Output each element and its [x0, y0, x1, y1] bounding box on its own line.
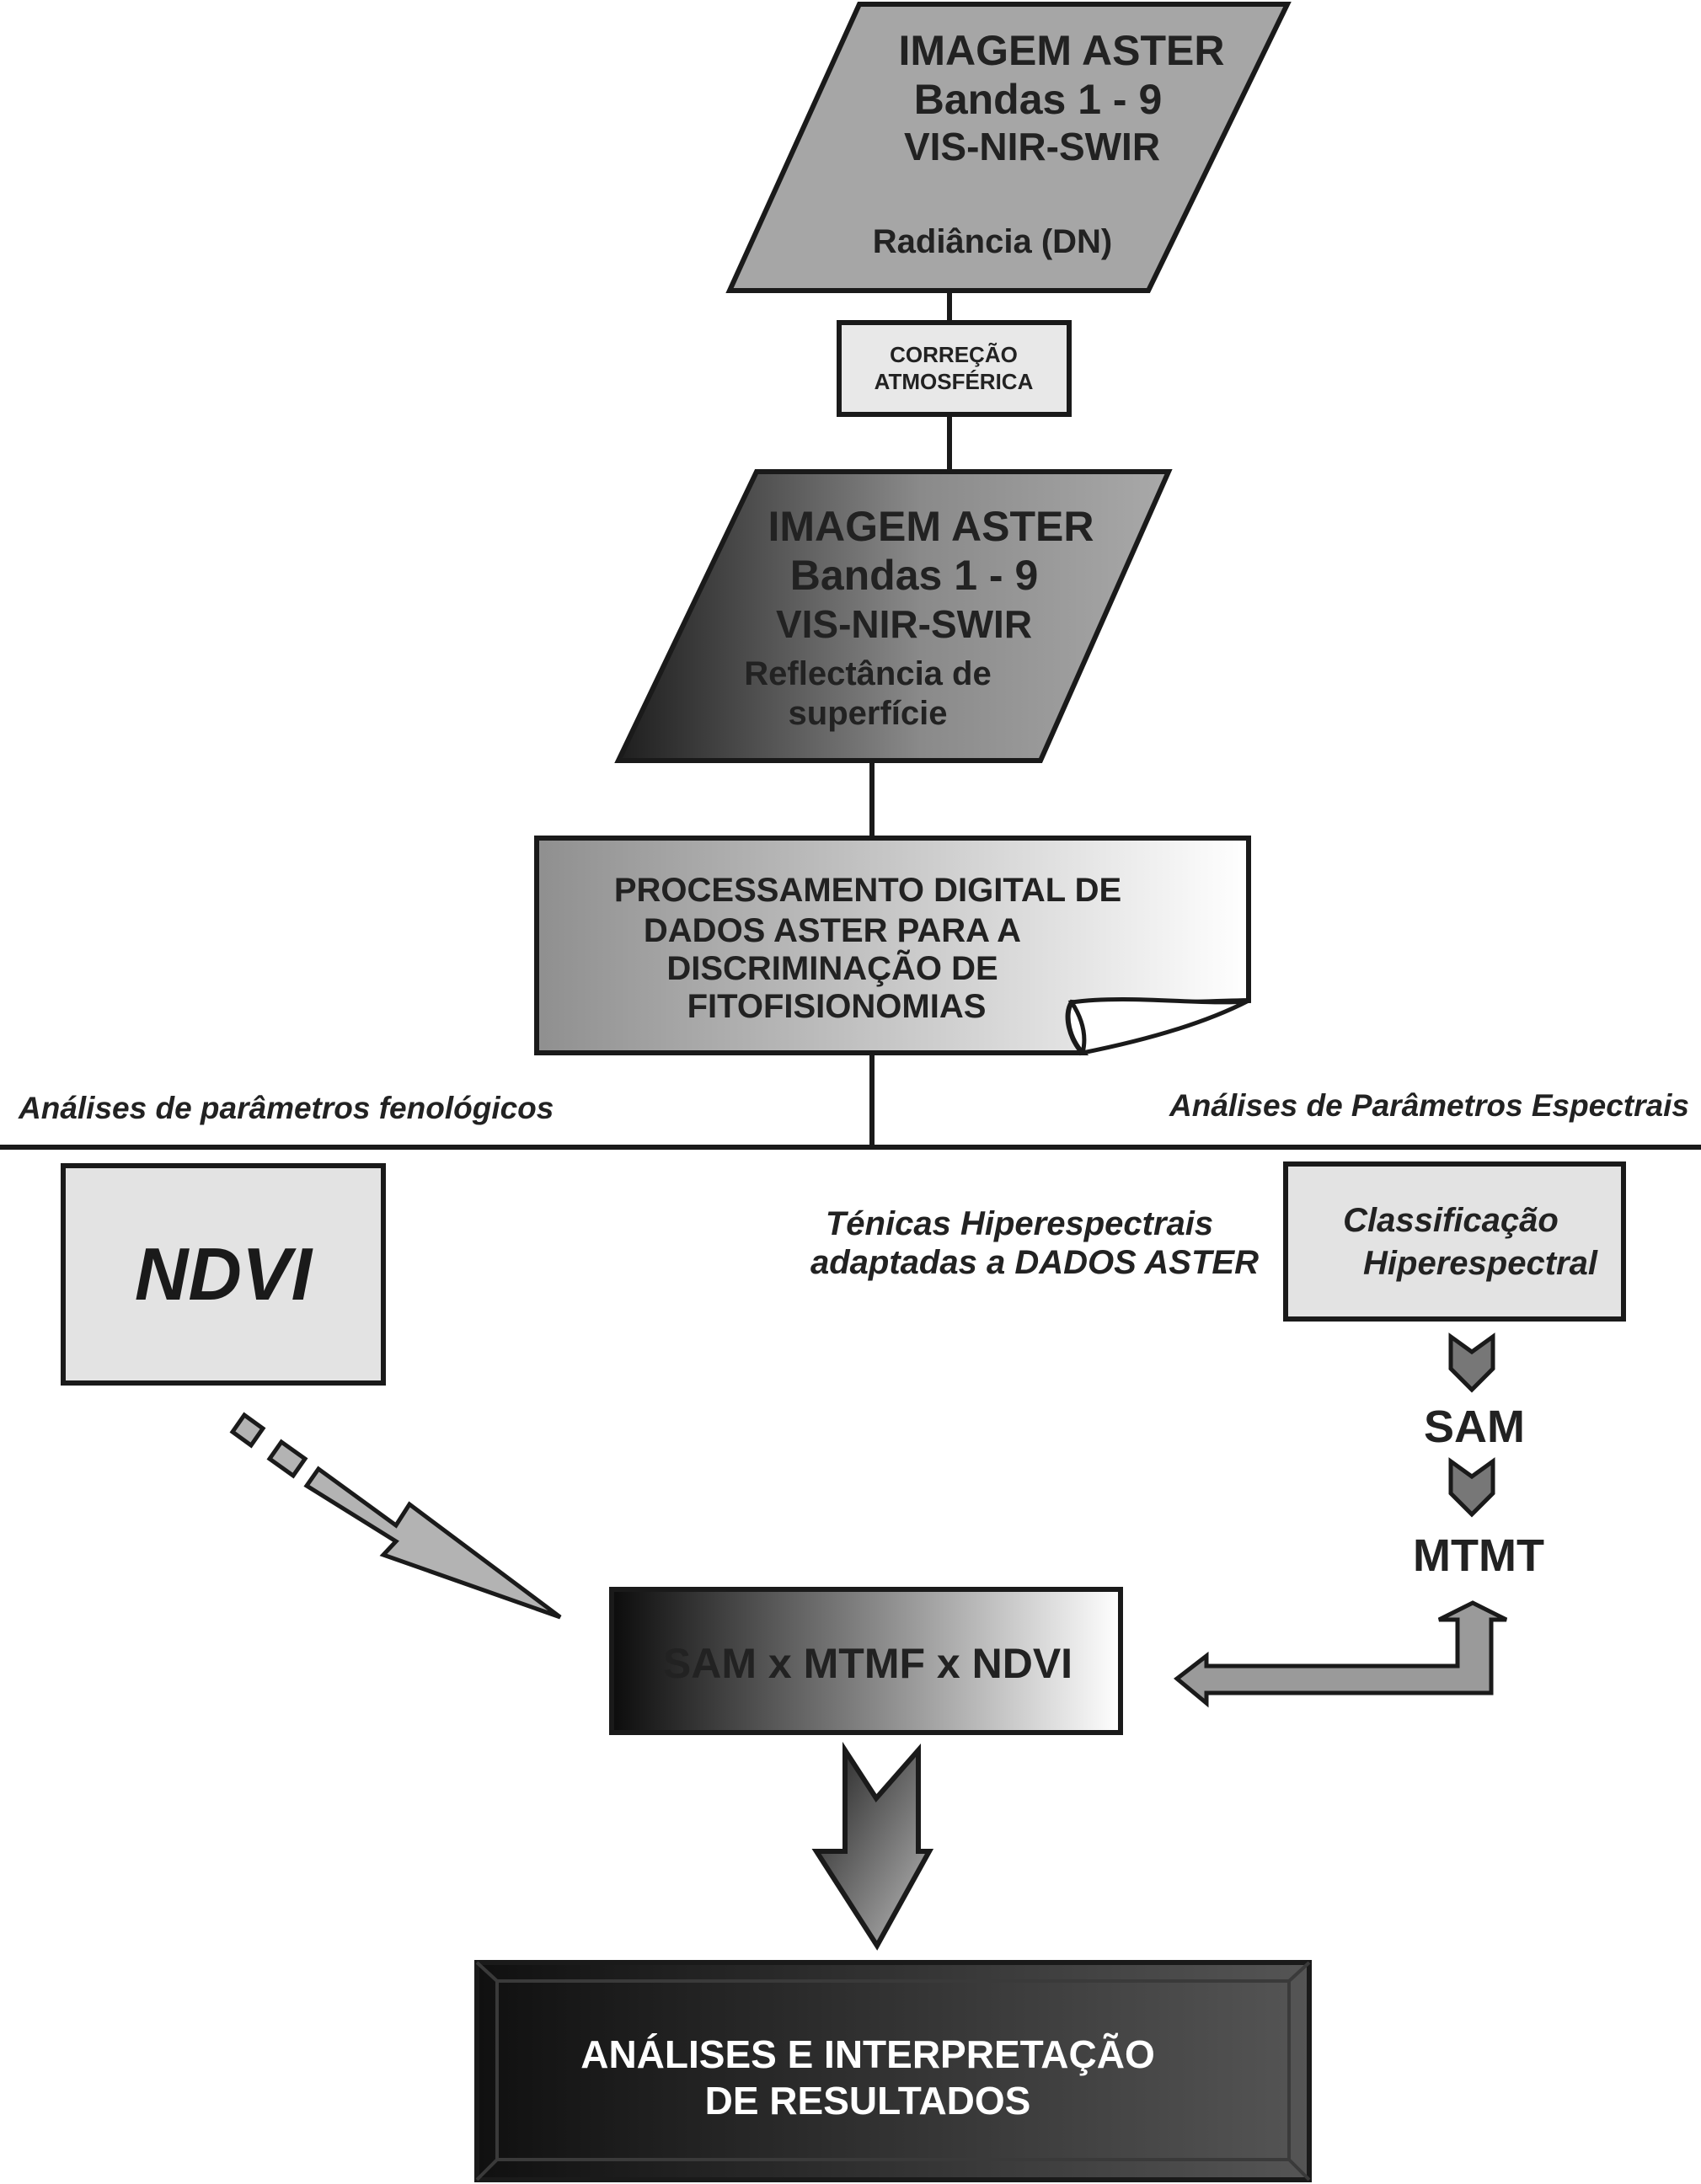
ndvi-label: NDVI	[135, 1232, 313, 1316]
aster-radiance-title: IMAGEM ASTER	[898, 27, 1224, 74]
results-line1: ANÁLISES E INTERPRETAÇÃO	[580, 2032, 1155, 2076]
aster-reflectance-units-2: superfície	[789, 695, 948, 732]
aster-reflectance-node: IMAGEM ASTER Bandas 1 - 9 VIS-NIR-SWIR R…	[614, 469, 1173, 763]
hyperspectral-classification-line1: Classificação	[1343, 1202, 1559, 1239]
hyperspectral-classification-node: Classificação Hiperespectral	[1283, 1161, 1626, 1322]
processing-node: PROCESSAMENTO DIGITAL DE DADOS ASTER PAR…	[534, 836, 1251, 1056]
processing-line2: DADOS ASTER PARA A	[644, 912, 1021, 949]
aster-radiance-node: IMAGEM ASTER Bandas 1 - 9 VIS-NIR-SWIR R…	[725, 2, 1292, 293]
processing-line3: DISCRIMINAÇÃO DE	[666, 948, 998, 987]
aster-reflectance-bands: Bandas 1 - 9	[790, 552, 1039, 599]
sam-label: SAM	[1424, 1402, 1525, 1452]
processing-line1: PROCESSAMENTO DIGITAL DE	[614, 872, 1121, 909]
aster-reflectance-units-1: Reflectância de	[744, 655, 991, 692]
aster-reflectance-title: IMAGEM ASTER	[768, 503, 1094, 550]
processing-line4: FITOFISIONOMIAS	[687, 988, 987, 1025]
spectral-analysis-label: Análises de Parâmetros Espectrais	[1169, 1088, 1689, 1123]
aster-radiance-bands: Bandas 1 - 9	[914, 76, 1163, 123]
mtmt-label: MTMT	[1413, 1530, 1544, 1581]
results-line2: DE RESULTADOS	[705, 2079, 1031, 2123]
arrow-down-to-results	[811, 1741, 934, 1951]
hyperspectral-note-line2: adaptadas a DADOS ASTER	[810, 1244, 1259, 1281]
atmospheric-correction-line1: CORREÇÃO	[890, 342, 1018, 367]
hyperspectral-classification-line2: Hiperespectral	[1363, 1245, 1598, 1282]
hyperspectral-note-line1: Ténicas Hiperespectrais	[826, 1205, 1213, 1242]
phenological-analysis-label: Análises de parâmetros fenológicos	[18, 1091, 554, 1125]
aster-reflectance-spectrum: VIS-NIR-SWIR	[776, 602, 1032, 646]
combined-analysis-label: SAM x MTMF x NDVI	[663, 1640, 1072, 1687]
ndvi-node: NDVI	[61, 1163, 386, 1386]
arrow-mtmt-to-combined	[1173, 1600, 1508, 1708]
aster-radiance-spectrum: VIS-NIR-SWIR	[904, 125, 1160, 168]
arrow-ndvi-to-combined	[229, 1412, 562, 1620]
chevron-down-icon	[1448, 1332, 1495, 1393]
combined-analysis-node: SAM x MTMF x NDVI	[609, 1587, 1123, 1735]
results-node: ANÁLISES E INTERPRETAÇÃO DE RESULTADOS	[474, 1960, 1312, 2182]
aster-radiance-units: Radiância (DN)	[873, 223, 1113, 260]
chevron-down-icon	[1448, 1457, 1495, 1518]
atmospheric-correction-node: CORREÇÃO ATMOSFÉRICA	[837, 320, 1072, 417]
atmospheric-correction-line2: ATMOSFÉRICA	[875, 369, 1034, 394]
